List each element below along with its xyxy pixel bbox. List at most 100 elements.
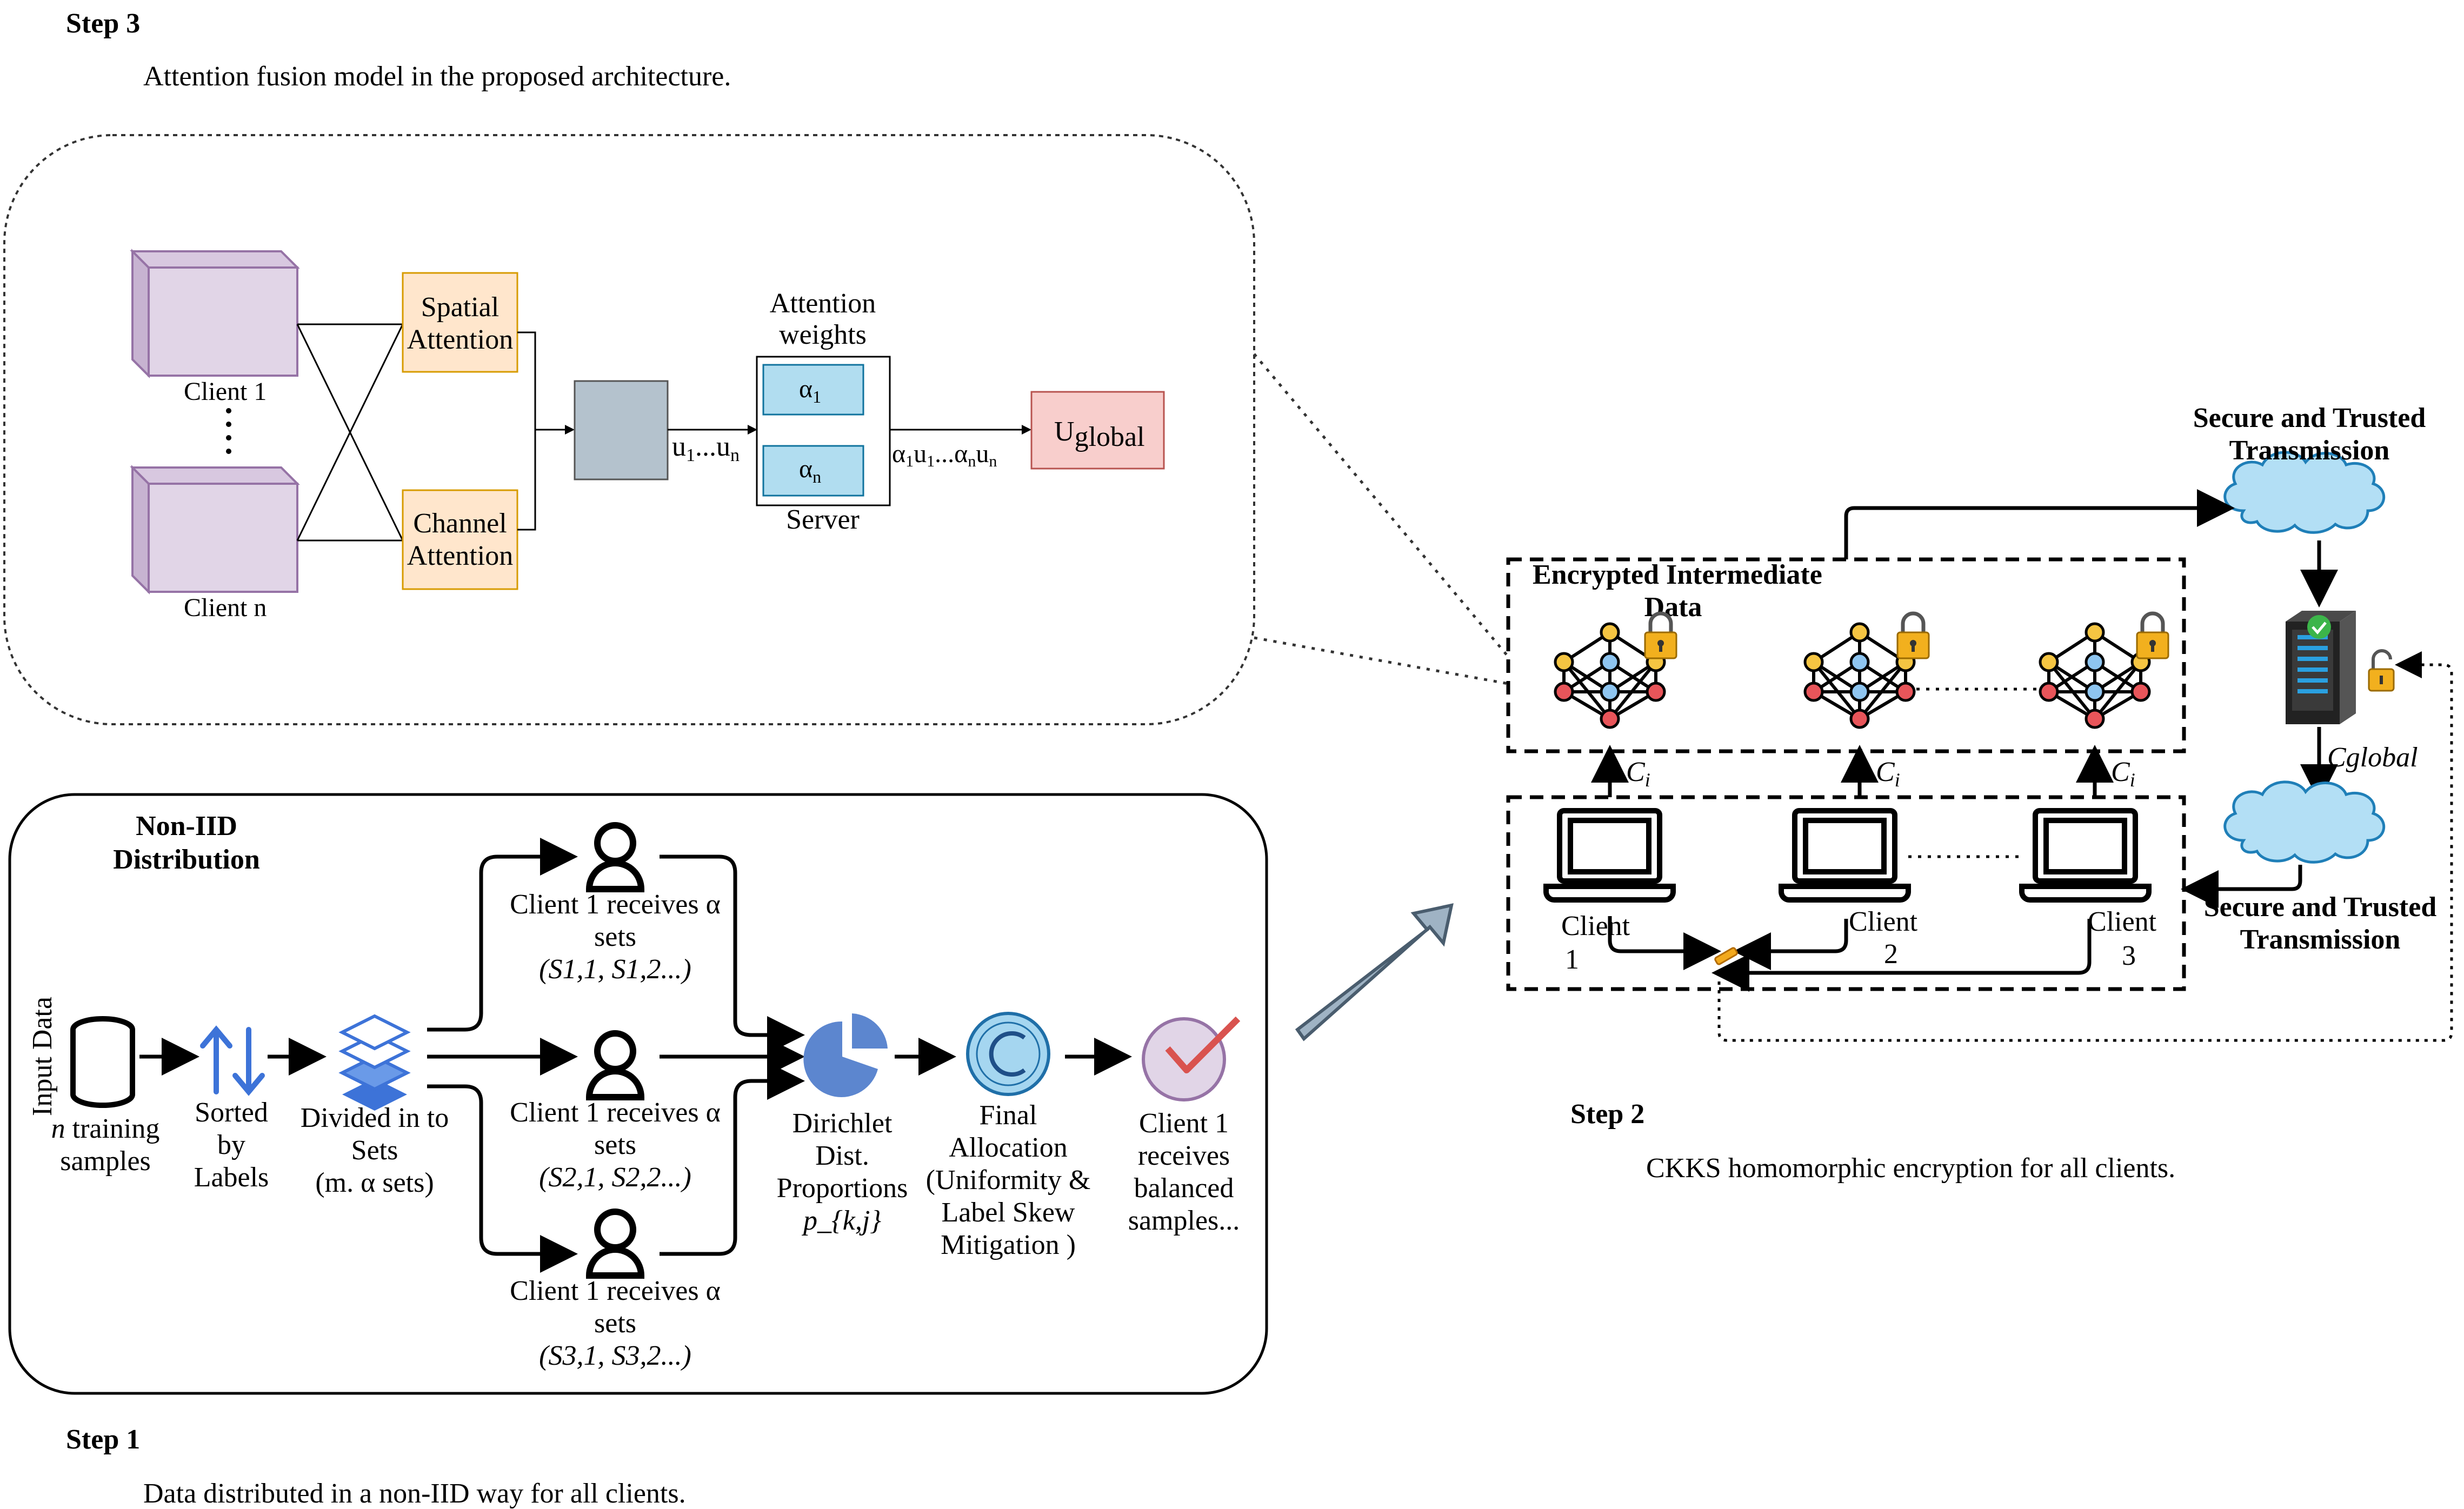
training-samples-line2: samples	[60, 1146, 151, 1177]
cloud-icon-top	[2223, 451, 2386, 534]
cglobal-label: Cglobal	[2327, 742, 2418, 773]
divided-line2: Sets	[351, 1135, 398, 1166]
alphan-label: αn	[799, 455, 821, 486]
cloud-icon-bottom	[2223, 780, 2386, 864]
step1-caption: Data distributed in a non-IID way for al…	[143, 1478, 686, 1509]
uglobal-box	[1030, 391, 1165, 470]
sorted-line1: Sorted	[195, 1097, 268, 1128]
lock-icon-3	[2136, 611, 2169, 659]
vertical-ellipsis	[226, 408, 231, 454]
client-c-line1: Client 1 receives α	[510, 1276, 721, 1306]
attention-weights-line1: Attention	[770, 288, 876, 319]
spatial-attention-line1: Spatial	[421, 292, 499, 323]
client-c-person-icon	[585, 1208, 645, 1279]
final-line4: Label Skew	[942, 1197, 1075, 1228]
step2-section: Encrypted Intermediate Data	[1506, 403, 2453, 1184]
alpha1-weight	[762, 364, 864, 416]
encrypted-to-cloud-arrow	[1844, 489, 2235, 559]
cross-connections	[296, 323, 404, 542]
step1-heading: Step 1	[66, 1424, 140, 1455]
receives-line4: samples...	[1128, 1205, 1240, 1236]
ci-label-1: Ci	[1626, 757, 1650, 791]
divided-line1: Divided in to	[301, 1103, 449, 1133]
attention-merge-connector	[517, 331, 575, 531]
attention-weights-line2: weights	[779, 319, 867, 350]
client-c-line2: sets	[594, 1308, 636, 1339]
secure-top-line1: Secure and Trusted	[2193, 403, 2426, 433]
final-line1: Final	[980, 1100, 1037, 1131]
channel-attention-box	[402, 489, 518, 590]
training-samples-line1: n training	[51, 1113, 160, 1144]
client2-line1: Client	[1849, 906, 1918, 937]
laptop-icon-1	[1543, 808, 1676, 903]
merge-arrows	[660, 854, 805, 1256]
layers-icon	[338, 1014, 411, 1111]
client-a-line3: (S1,1, S1,2...)	[539, 954, 691, 985]
step3-caption: Attention fusion model in the proposed a…	[143, 61, 731, 92]
fusion-block	[574, 380, 669, 480]
final-line5: Mitigation )	[941, 1230, 1076, 1260]
allocation-coin-icon	[966, 1012, 1050, 1096]
ci-arrows	[1591, 745, 2114, 797]
key-icon	[1714, 947, 1738, 965]
sorted-line2: by	[217, 1130, 245, 1160]
final-line2: Allocation	[949, 1132, 1068, 1163]
key-feedback-loop	[1717, 651, 2453, 1042]
client2-line2: 2	[1884, 939, 1898, 970]
alphan-weight	[762, 445, 864, 497]
client-key-links	[1608, 916, 2092, 992]
neural-net-icon-3	[2039, 622, 2151, 729]
channel-attention-line1: Channel	[413, 508, 507, 539]
step2-heading: Step 2	[1570, 1099, 1644, 1130]
server-label: Server	[786, 504, 860, 535]
uglobal-label: Uglobal	[1054, 416, 1145, 452]
ci-label-2: Ci	[1876, 757, 1900, 791]
database-icon	[70, 1016, 135, 1108]
receives-line2: receives	[1138, 1140, 1230, 1171]
sorted-line3: Labels	[194, 1162, 269, 1193]
secure-bot-line1: Secure and Trusted	[2204, 892, 2437, 923]
unlock-icon	[2368, 649, 2395, 692]
balanced-check-icon	[1142, 1016, 1241, 1101]
pie-chart-icon	[803, 1013, 888, 1097]
client3-line2: 3	[2122, 940, 2136, 971]
clients-box	[1506, 795, 2186, 991]
non-iid-title-line1: Non-IID	[136, 811, 237, 842]
client-a-line1: Client 1 receives α	[510, 889, 721, 920]
step3-section: Step 3 Attention fusion model in the pro…	[3, 8, 1255, 725]
receives-line3: balanced	[1134, 1173, 1234, 1204]
client1-line1: Client	[1561, 911, 1630, 942]
step3-heading: Step 3	[66, 8, 140, 39]
sort-icon	[200, 1025, 265, 1096]
step1-frame	[8, 793, 1268, 1395]
input-data-label: Input Data	[27, 997, 58, 1116]
dirichlet-line1: Dirichlet	[793, 1108, 893, 1139]
svg-text:u1...un: u1...un	[672, 431, 740, 465]
dirichlet-line3: Proportions	[777, 1173, 908, 1204]
receives-line1: Client 1	[1139, 1108, 1229, 1139]
spatial-attention-line2: Attention	[407, 324, 513, 355]
step2-caption: CKKS homomorphic encryption for all clie…	[1646, 1153, 2175, 1184]
client-b-line1: Client 1 receives α	[510, 1097, 721, 1128]
step-transition-arrow	[1295, 903, 1454, 1041]
lock-icon-1	[1644, 611, 1677, 659]
client1-label: Client 1	[184, 377, 267, 406]
lock-icon-2	[1896, 611, 1930, 659]
secure-bot-line2: Transmission	[2240, 924, 2401, 955]
secure-top-line2: Transmission	[2229, 435, 2390, 466]
client-b-line2: sets	[594, 1130, 636, 1160]
client-c-line3: (S3,1, S3,2...)	[539, 1340, 691, 1371]
dirichlet-line2: Dist.	[815, 1140, 869, 1171]
branch-arrows	[427, 838, 578, 1273]
server-rack-icon	[2286, 611, 2356, 724]
client-b-person-icon	[585, 1030, 645, 1100]
channel-attention-line2: Attention	[407, 540, 513, 571]
laptop-icon-3	[2019, 808, 2152, 903]
client1-data-cube	[130, 249, 300, 378]
ci-label-3: Ci	[2111, 757, 2135, 791]
laptop-icon-2	[1779, 808, 1911, 903]
u-sequence-label: u1...un	[672, 431, 740, 465]
dirichlet-line4: p_{k,j}	[801, 1205, 881, 1236]
weighted-sum-label: α1u1...αnun	[892, 439, 997, 470]
zoom-lines	[1253, 353, 1509, 685]
